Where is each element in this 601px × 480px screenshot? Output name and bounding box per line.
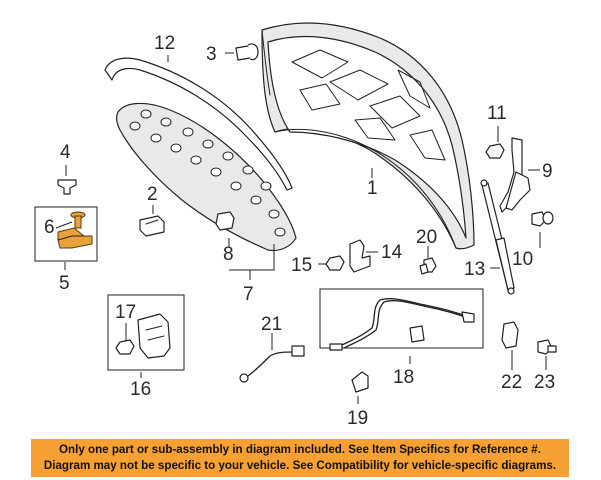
lock-bracket [349, 239, 371, 273]
lock-box [107, 294, 185, 371]
callout-5: 5 [59, 273, 70, 294]
callout-8: 8 [223, 244, 234, 265]
hood-hinge [499, 137, 531, 213]
hood-insulator [116, 102, 297, 252]
callout-6: 6 [44, 217, 55, 238]
callout-2: 2 [147, 184, 158, 205]
parts-diagram: 12 3 4 2 1 6 5 8 7 11 9 10 13 14 15 20 1… [34, 22, 557, 429]
screw-23 [537, 339, 557, 355]
callout-17: 17 [115, 302, 136, 323]
bracket-box [34, 206, 98, 262]
callout-11: 11 [487, 103, 507, 124]
callout-4: 4 [60, 142, 71, 163]
clip-22 [501, 321, 519, 349]
nut-11 [485, 143, 505, 159]
lock-cable [239, 345, 305, 383]
callout-12: 12 [154, 33, 175, 54]
hood-bracket [57, 227, 93, 249]
hood-stopper [139, 215, 165, 237]
callout-10: 10 [512, 249, 533, 270]
bracket-bolt [70, 211, 86, 229]
callouts: 12 3 4 2 1 6 5 8 7 11 9 10 13 14 15 20 1… [44, 33, 555, 429]
callout-3: 3 [206, 44, 217, 65]
callout-7: 7 [243, 284, 254, 305]
release-cable [329, 298, 475, 351]
nut-15 [325, 255, 345, 271]
bolt-10 [531, 211, 554, 227]
leader-lines [55, 52, 547, 404]
callout-21: 21 [261, 314, 282, 335]
hood-lock [137, 313, 171, 359]
hood-bumper [235, 43, 259, 61]
callout-22: 22 [501, 372, 522, 393]
callout-13: 13 [464, 259, 485, 280]
release-cable-box [319, 288, 484, 351]
nut-17 [115, 339, 135, 355]
disclaimer-line-2: Diagram may not be specific to your vehi… [43, 459, 557, 472]
callout-1: 1 [367, 178, 378, 199]
callout-19: 19 [347, 408, 368, 429]
disclaimer-banner: Only one part or sub-assembly in diagram… [31, 439, 569, 477]
insulator-holes [129, 109, 286, 237]
callout-9: 9 [542, 161, 553, 182]
callout-18: 18 [393, 367, 414, 388]
grommet-8 [215, 211, 235, 231]
pin-20 [419, 257, 437, 275]
callout-16: 16 [130, 379, 151, 400]
hood-seal [104, 57, 293, 191]
lift-support [480, 179, 515, 295]
callout-20: 20 [416, 227, 437, 248]
hood-panel [261, 22, 475, 250]
callout-23: 23 [534, 372, 555, 393]
retainer-19 [351, 371, 369, 393]
callout-15: 15 [291, 255, 312, 276]
callout-14: 14 [381, 242, 403, 263]
disclaimer-line-1: Only one part or sub-assembly in diagram… [59, 443, 541, 456]
clip-4 [57, 179, 77, 195]
